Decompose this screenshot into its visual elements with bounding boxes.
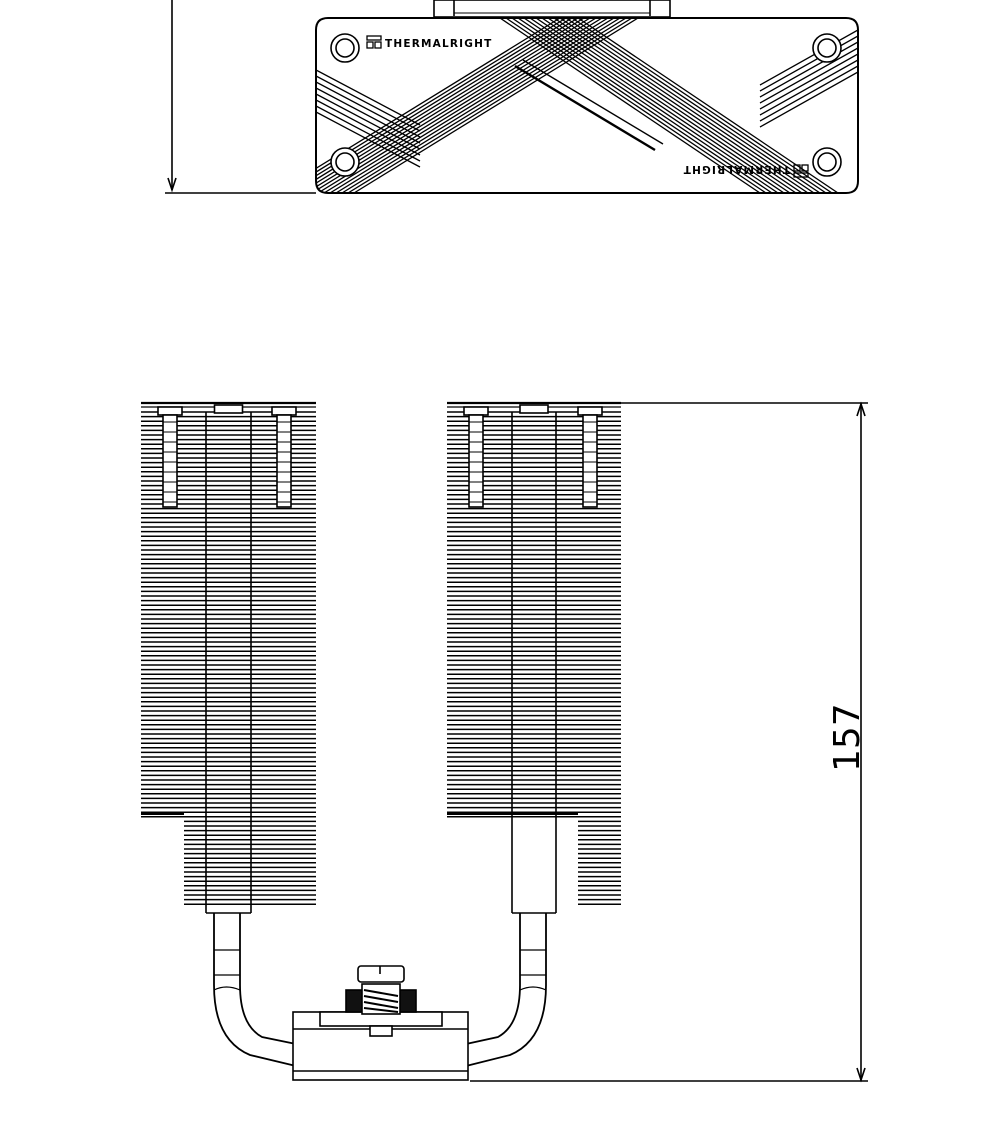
fin-stripe (577, 18, 839, 193)
fin-stripe (529, 18, 791, 193)
fin-stripe (316, 99, 421, 156)
brand-logo-icon-rotated (793, 164, 809, 178)
fin-stripe (316, 87, 421, 144)
fan-clip-screw (463, 406, 489, 416)
fin-stripe (316, 75, 421, 132)
right-fin-stack (447, 401, 621, 914)
mounting-holes (330, 33, 842, 177)
fin-stripe (523, 18, 785, 193)
fan-clip-screw (162, 414, 178, 508)
spring-icon (363, 989, 399, 1013)
fin-stripe (571, 18, 833, 193)
fin-stripe (759, 71, 858, 128)
fan-clip-screw (271, 406, 297, 416)
top-block (433, 0, 671, 18)
fan-clip-screw (468, 414, 484, 508)
fin-stripe (511, 18, 773, 193)
heat-pipes (213, 913, 547, 1067)
fin-stripe (553, 18, 815, 193)
fin-stripe (316, 18, 567, 193)
heat-pipe-right-inner (465, 913, 521, 1045)
fin-clip (213, 404, 244, 414)
base-plate-outline (315, 17, 859, 194)
brand-logo-icon (366, 35, 382, 49)
side-view: 157 (141, 401, 868, 1083)
fin-stripe (759, 47, 858, 104)
fin-clip (519, 404, 549, 414)
fin-stripe (499, 18, 761, 193)
fin-stripe (535, 18, 797, 193)
fan-clip-screw (157, 406, 183, 416)
fan-clip-screw (276, 414, 292, 508)
fin-stripe (316, 111, 421, 168)
fin-stripe (541, 18, 803, 193)
mounting-hole (812, 147, 842, 177)
fin-stripe (759, 53, 858, 110)
fin-stripe (547, 18, 809, 193)
fin-stripe (559, 18, 821, 193)
fin-stripe (517, 18, 779, 193)
fan-clip-screw (582, 414, 598, 508)
mounting-hole (330, 147, 360, 177)
left-fin-stack (141, 401, 316, 914)
mounting-hole (812, 33, 842, 63)
height-dimension (470, 401, 868, 1083)
fin-stripe (759, 29, 858, 86)
screw-head (357, 965, 405, 983)
fin-stripe (316, 18, 561, 193)
fan-clip-screw (577, 406, 603, 416)
fin-stripe (316, 105, 421, 162)
top-dimension-arrow (167, 177, 177, 193)
mounting-hole (330, 33, 360, 63)
brand-text-rotated: THERMALRIGHT (683, 163, 790, 175)
heat-pipe-right (465, 913, 547, 1067)
heat-pipe-left (213, 913, 297, 1067)
top-view: THERMALRIGHT THERMALRIGHT (165, 0, 859, 194)
fin-stripe (316, 81, 421, 138)
fin-stripe (759, 41, 858, 98)
mounting-screw (345, 965, 417, 1015)
heat-pipe-left-inner (239, 913, 297, 1045)
fin-stripe (759, 35, 858, 92)
cold-plate-base (292, 1011, 469, 1081)
fin-stripe (759, 59, 858, 116)
fin-stripe (759, 65, 858, 122)
fin-stripe (565, 18, 827, 193)
height-dimension-label: 157 (827, 703, 868, 772)
rail (514, 64, 656, 152)
fin-stripe (316, 69, 421, 126)
brand-text: THERMALRIGHT (385, 38, 492, 50)
fin-stripe (316, 93, 421, 150)
rail (522, 59, 664, 145)
fin-stripe (505, 18, 767, 193)
